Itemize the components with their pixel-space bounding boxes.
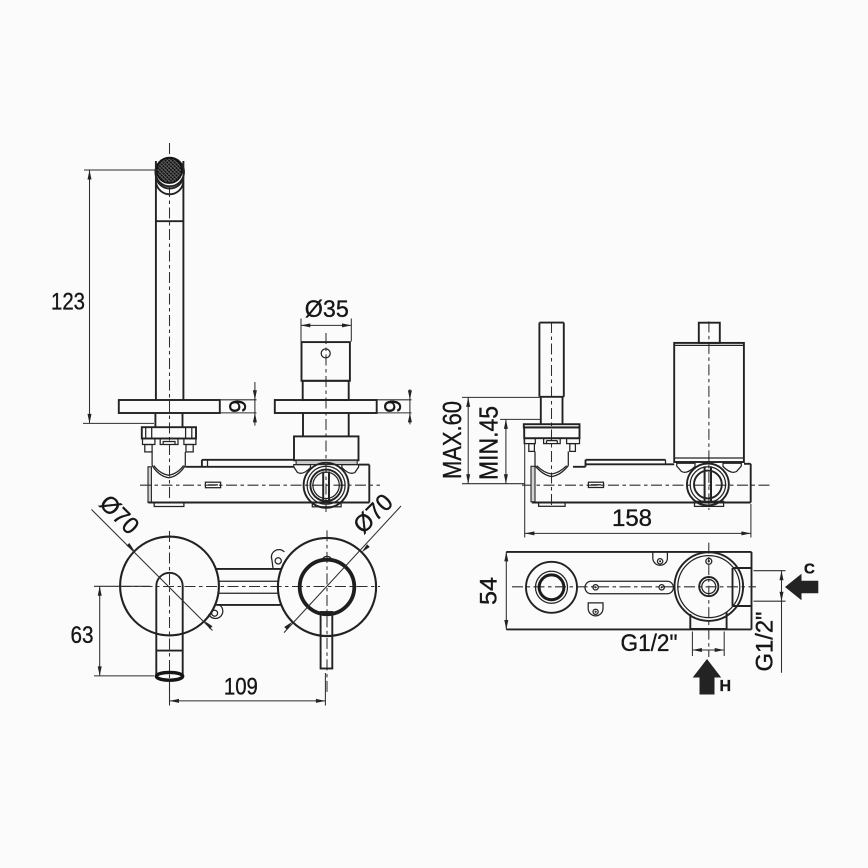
svg-text:54: 54: [476, 577, 503, 605]
svg-text:Ø35: Ø35: [305, 296, 349, 323]
svg-text:G1/2": G1/2": [621, 630, 678, 657]
svg-text:109: 109: [224, 674, 258, 701]
svg-text:G1/2": G1/2": [752, 612, 779, 672]
svg-text:123: 123: [51, 289, 85, 316]
svg-text:H: H: [720, 678, 732, 695]
svg-text:63: 63: [71, 622, 94, 649]
svg-text:158: 158: [612, 505, 652, 532]
svg-text:9: 9: [380, 400, 407, 413]
svg-text:C: C: [804, 561, 815, 578]
svg-text:9: 9: [225, 400, 252, 413]
svg-text:MIN.45: MIN.45: [474, 406, 504, 480]
svg-text:MAX.60: MAX.60: [437, 401, 467, 479]
